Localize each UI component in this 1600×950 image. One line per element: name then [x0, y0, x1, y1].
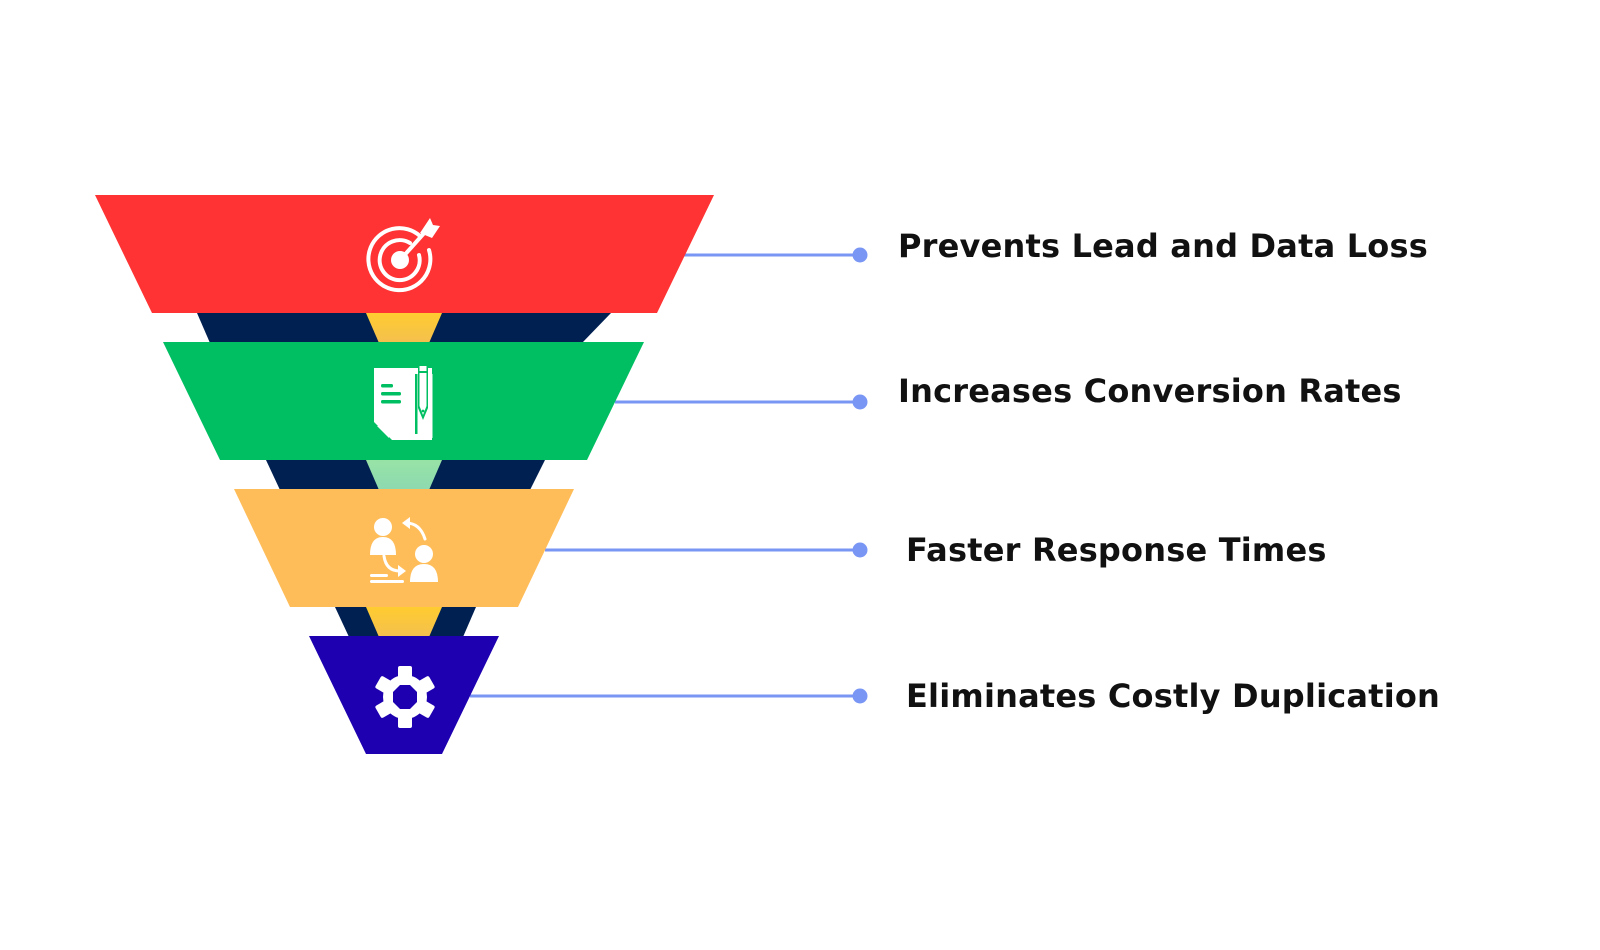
backdrop-inner-2 — [366, 460, 442, 490]
funnel-tier-2 — [163, 342, 644, 460]
document-pencil-icon — [374, 364, 433, 440]
tier-3-shape — [234, 489, 574, 607]
funnel-backdrop — [197, 313, 611, 637]
connector-dot-2 — [852, 394, 868, 410]
connectors — [470, 247, 868, 704]
benefit-label-1: Prevents Lead and Data Loss — [898, 227, 1428, 265]
backdrop-inner-3 — [366, 607, 442, 637]
connector-dot-3 — [852, 542, 868, 558]
gear-icon — [375, 666, 435, 728]
funnel-tier-4 — [309, 636, 499, 754]
backdrop-inner-1 — [366, 313, 442, 343]
benefit-label-4: Eliminates Costly Duplication — [906, 677, 1441, 715]
target-arrow-icon — [366, 218, 440, 293]
funnel-tier-1 — [95, 195, 714, 313]
benefit-label-2: Increases Conversion Rates — [898, 372, 1402, 410]
people-exchange-icon — [370, 517, 438, 583]
funnel-tier-3 — [234, 489, 574, 607]
connector-dot-4 — [852, 688, 868, 704]
connector-dot-1 — [852, 247, 868, 263]
benefit-label-3: Faster Response Times — [906, 531, 1327, 569]
